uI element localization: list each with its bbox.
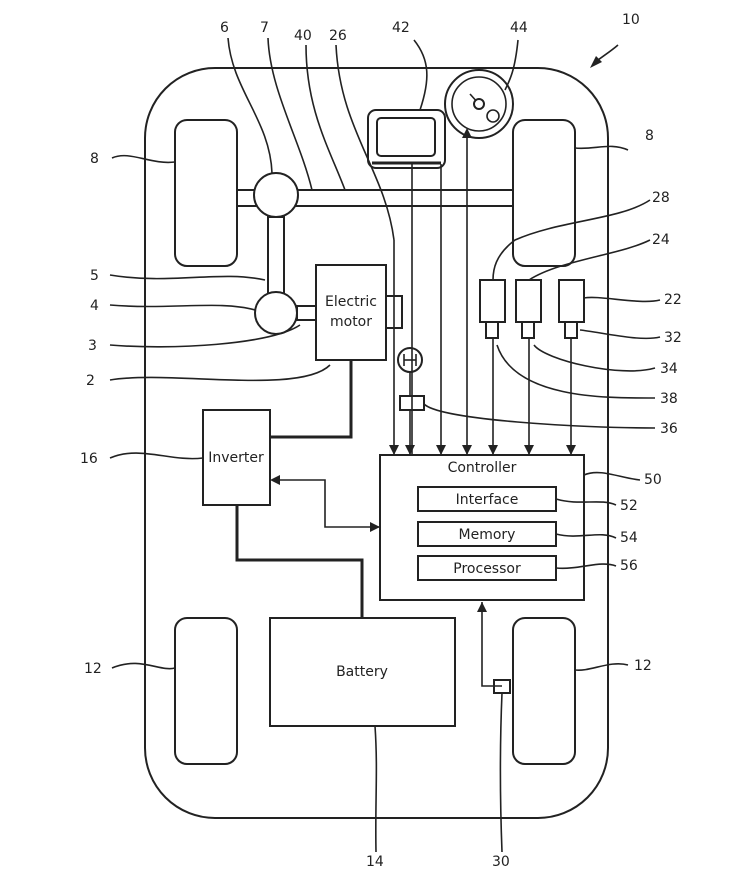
sensor-signal-lines [276,130,572,687]
front-left-wheel [174,119,238,267]
ref-2: 2 [86,373,95,389]
ref-6: 6 [220,20,229,36]
ref-22: 22 [664,292,682,308]
ref-5: 5 [90,268,99,284]
electric-motor-box [315,264,387,361]
motor-shaft [296,305,318,321]
pedal-sensor-right [558,279,585,323]
front-axle [236,189,514,207]
ref-26: 26 [329,28,347,44]
ref-24: 24 [652,232,670,248]
ref-10: 10 [622,12,640,28]
memory-box [417,521,557,547]
ref-56: 56 [620,558,638,574]
ref-30: 30 [492,854,510,870]
leader-lines [109,37,661,853]
controller-label: Controller [448,460,517,476]
ref-44: 44 [510,20,528,36]
battery-box [269,617,456,727]
ref-7: 7 [260,20,269,36]
pedal-sensor-left [479,279,506,323]
rear-left-wheel [174,617,238,765]
ref-32: 32 [664,330,682,346]
interface-label: Interface [456,492,519,508]
ref-34: 34 [660,361,678,377]
figure-arrowhead [590,56,602,68]
ref-54: 54 [620,530,638,546]
ref-50: 50 [644,472,662,488]
ref-8-right: 8 [645,128,654,144]
speedometer-hub [473,98,485,110]
memory-label: Memory [459,527,516,543]
electric-motor-label-line1: Electric [325,294,377,310]
pedal-sensor-middle-tip [521,321,535,339]
pedal-sensor-left-tip [485,321,499,339]
differential [253,172,299,218]
signal-arrowheads [270,128,576,612]
ref-52: 52 [620,498,638,514]
inverter-box [202,409,271,506]
front-right-wheel [512,119,576,267]
interface-box [417,486,557,512]
ref-16: 16 [80,451,98,467]
ref-38: 38 [660,391,678,407]
display-screen [376,117,436,157]
speedometer-inner [451,76,507,132]
processor-label: Processor [453,561,521,577]
electric-motor-label-line2: motor [330,314,372,330]
gearbox [254,291,298,335]
ref-4: 4 [90,298,99,314]
inverter-label: Inverter [208,450,264,466]
pedal-sensor-middle [515,279,542,323]
speedometer-subdial [486,109,500,123]
ref-28: 28 [652,190,670,206]
battery-label: Battery [336,664,388,680]
motor-inverter-power-line [270,360,353,439]
inverter-battery-power-line [235,505,364,618]
ref-14: 14 [366,854,384,870]
ref-8-left: 8 [90,151,99,167]
ref-3: 3 [88,338,97,354]
ref-40: 40 [294,28,312,44]
ref-36: 36 [660,421,678,437]
ref-12-left: 12 [84,661,102,677]
pedal-sensor-right-tip [564,321,578,339]
ref-42: 42 [392,20,410,36]
drive-shaft [267,216,285,295]
ref-12-right: 12 [634,658,652,674]
rear-right-wheel [512,617,576,765]
